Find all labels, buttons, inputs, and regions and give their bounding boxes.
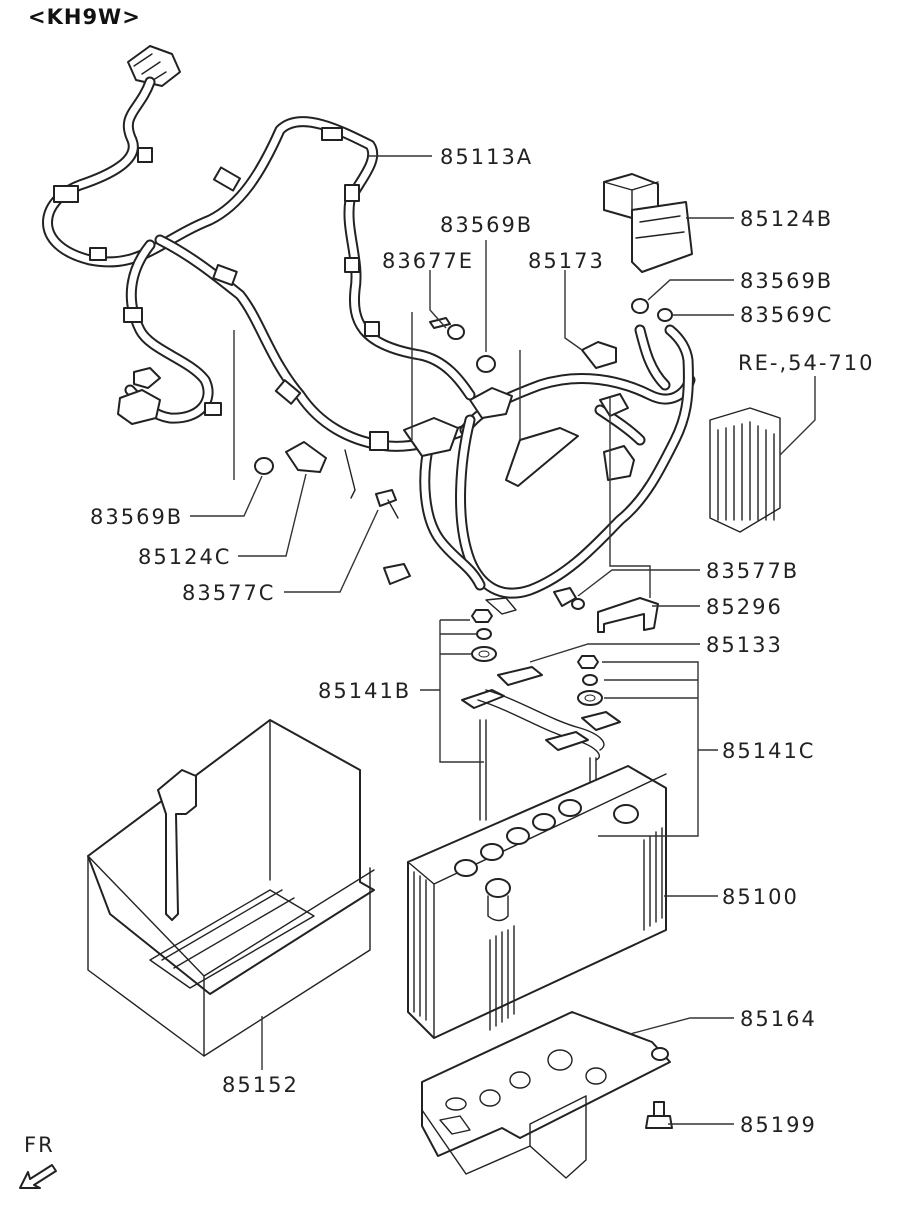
part-label-85141B: 85141B: [318, 679, 411, 703]
wiring-harness-drawing: [42, 45, 781, 633]
part-label-83677E: 83677E: [382, 249, 474, 273]
part-label-83569C: 83569C: [740, 303, 833, 327]
part-label-85164: 85164: [740, 1007, 817, 1031]
part-label-83569B-center: 83569B: [440, 213, 533, 237]
part-label-85199: 85199: [740, 1113, 817, 1137]
front-direction-label: FR: [24, 1133, 55, 1157]
battery-assembly-drawing: [87, 609, 673, 1179]
part-label-85124C: 85124C: [138, 545, 231, 569]
part-label-85173: 85173: [528, 249, 605, 273]
leader-lines: [190, 155, 816, 1125]
part-label-85133: 85133: [706, 633, 783, 657]
part-label-85124B: 85124B: [740, 207, 833, 231]
part-label-83569B-right: 83569B: [740, 269, 833, 293]
model-code-header: <KH9W>: [28, 5, 141, 29]
part-label-85100: 85100: [722, 885, 799, 909]
part-label-reference-54-710: RE-,54-710: [738, 351, 875, 375]
part-label-85296: 85296: [706, 595, 783, 619]
part-labels: 85113A 85124B 83569B 83677E 85173 83569B…: [90, 145, 875, 1137]
part-label-85113A: 85113A: [440, 145, 533, 169]
part-label-83569B-left: 83569B: [90, 505, 183, 529]
part-label-83577B: 83577B: [706, 559, 799, 583]
part-label-85141C: 85141C: [722, 739, 815, 763]
part-label-83577C: 83577C: [182, 581, 275, 605]
part-label-85152: 85152: [222, 1073, 299, 1097]
front-direction-indicator: FR: [19, 1133, 57, 1189]
front-arrow-icon: [19, 1164, 57, 1189]
